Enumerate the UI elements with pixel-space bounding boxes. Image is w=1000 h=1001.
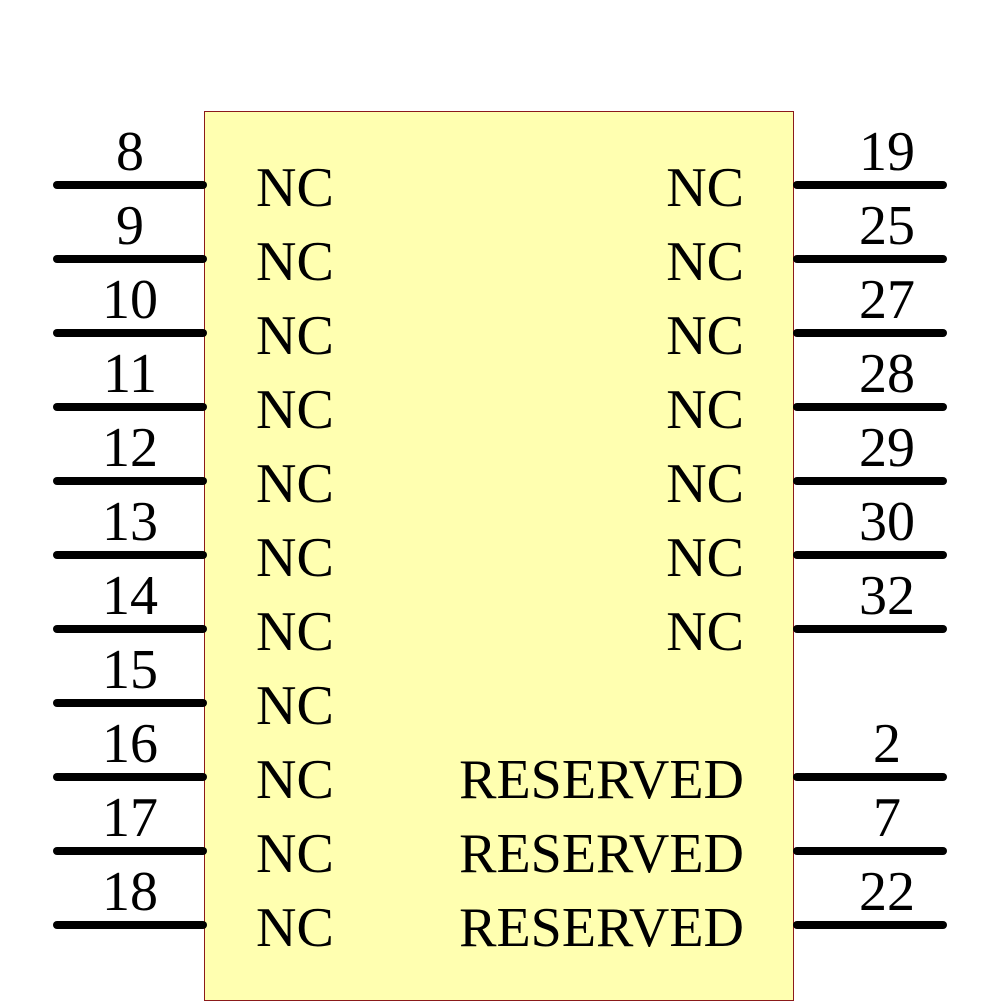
- pin-line[interactable]: [793, 625, 947, 633]
- pin-line[interactable]: [53, 255, 207, 263]
- pin-label: NC: [256, 305, 334, 367]
- pin-number: 13: [102, 491, 158, 553]
- pin-label: NC: [666, 601, 744, 663]
- pin-label: RESERVED: [459, 749, 744, 811]
- pin-number: 2: [873, 713, 901, 775]
- pin-label: NC: [256, 823, 334, 885]
- pin-label: NC: [256, 675, 334, 737]
- pin-label: NC: [256, 527, 334, 589]
- pin-line[interactable]: [793, 403, 947, 411]
- pin-number: 11: [103, 343, 157, 405]
- pin-label: NC: [256, 897, 334, 959]
- pin-line[interactable]: [53, 625, 207, 633]
- pin-number: 18: [102, 861, 158, 923]
- pin-number: 12: [102, 417, 158, 479]
- pin-label: NC: [666, 379, 744, 441]
- pin-number: 8: [116, 121, 144, 183]
- component-body: [204, 111, 794, 1001]
- pin-number: 17: [102, 787, 158, 849]
- pin-number: 14: [102, 565, 158, 627]
- pin-label: NC: [666, 305, 744, 367]
- pin-line[interactable]: [793, 477, 947, 485]
- pin-label: NC: [256, 749, 334, 811]
- pin-line[interactable]: [53, 181, 207, 189]
- pin-label: NC: [256, 231, 334, 293]
- pin-number: 10: [102, 269, 158, 331]
- pin-line[interactable]: [53, 847, 207, 855]
- pin-label: NC: [256, 601, 334, 663]
- pin-label: RESERVED: [459, 823, 744, 885]
- pin-number: 19: [859, 121, 915, 183]
- pin-line[interactable]: [793, 773, 947, 781]
- pin-line[interactable]: [53, 551, 207, 559]
- pin-label: NC: [256, 157, 334, 219]
- pin-label: NC: [256, 453, 334, 515]
- pin-line[interactable]: [793, 551, 947, 559]
- pin-label: NC: [666, 157, 744, 219]
- pin-number: 30: [859, 491, 915, 553]
- pin-number: 16: [102, 713, 158, 775]
- pin-label: NC: [666, 231, 744, 293]
- pin-label: NC: [256, 379, 334, 441]
- pin-number: 15: [102, 639, 158, 701]
- pin-number: 32: [859, 565, 915, 627]
- pin-line[interactable]: [53, 921, 207, 929]
- pin-line[interactable]: [793, 255, 947, 263]
- pin-number: 29: [859, 417, 915, 479]
- pin-line[interactable]: [793, 847, 947, 855]
- pin-line[interactable]: [53, 773, 207, 781]
- pin-line[interactable]: [793, 181, 947, 189]
- pin-label: RESERVED: [459, 897, 744, 959]
- pin-line[interactable]: [53, 403, 207, 411]
- pin-number: 25: [859, 195, 915, 257]
- pin-number: 27: [859, 269, 915, 331]
- pin-line[interactable]: [793, 329, 947, 337]
- pin-line[interactable]: [53, 699, 207, 707]
- pin-label: NC: [666, 453, 744, 515]
- pin-line[interactable]: [793, 921, 947, 929]
- pin-line[interactable]: [53, 477, 207, 485]
- pin-line[interactable]: [53, 329, 207, 337]
- pin-number: 9: [116, 195, 144, 257]
- pin-label: NC: [666, 527, 744, 589]
- pin-number: 28: [859, 343, 915, 405]
- pin-number: 7: [873, 787, 901, 849]
- pin-number: 22: [859, 861, 915, 923]
